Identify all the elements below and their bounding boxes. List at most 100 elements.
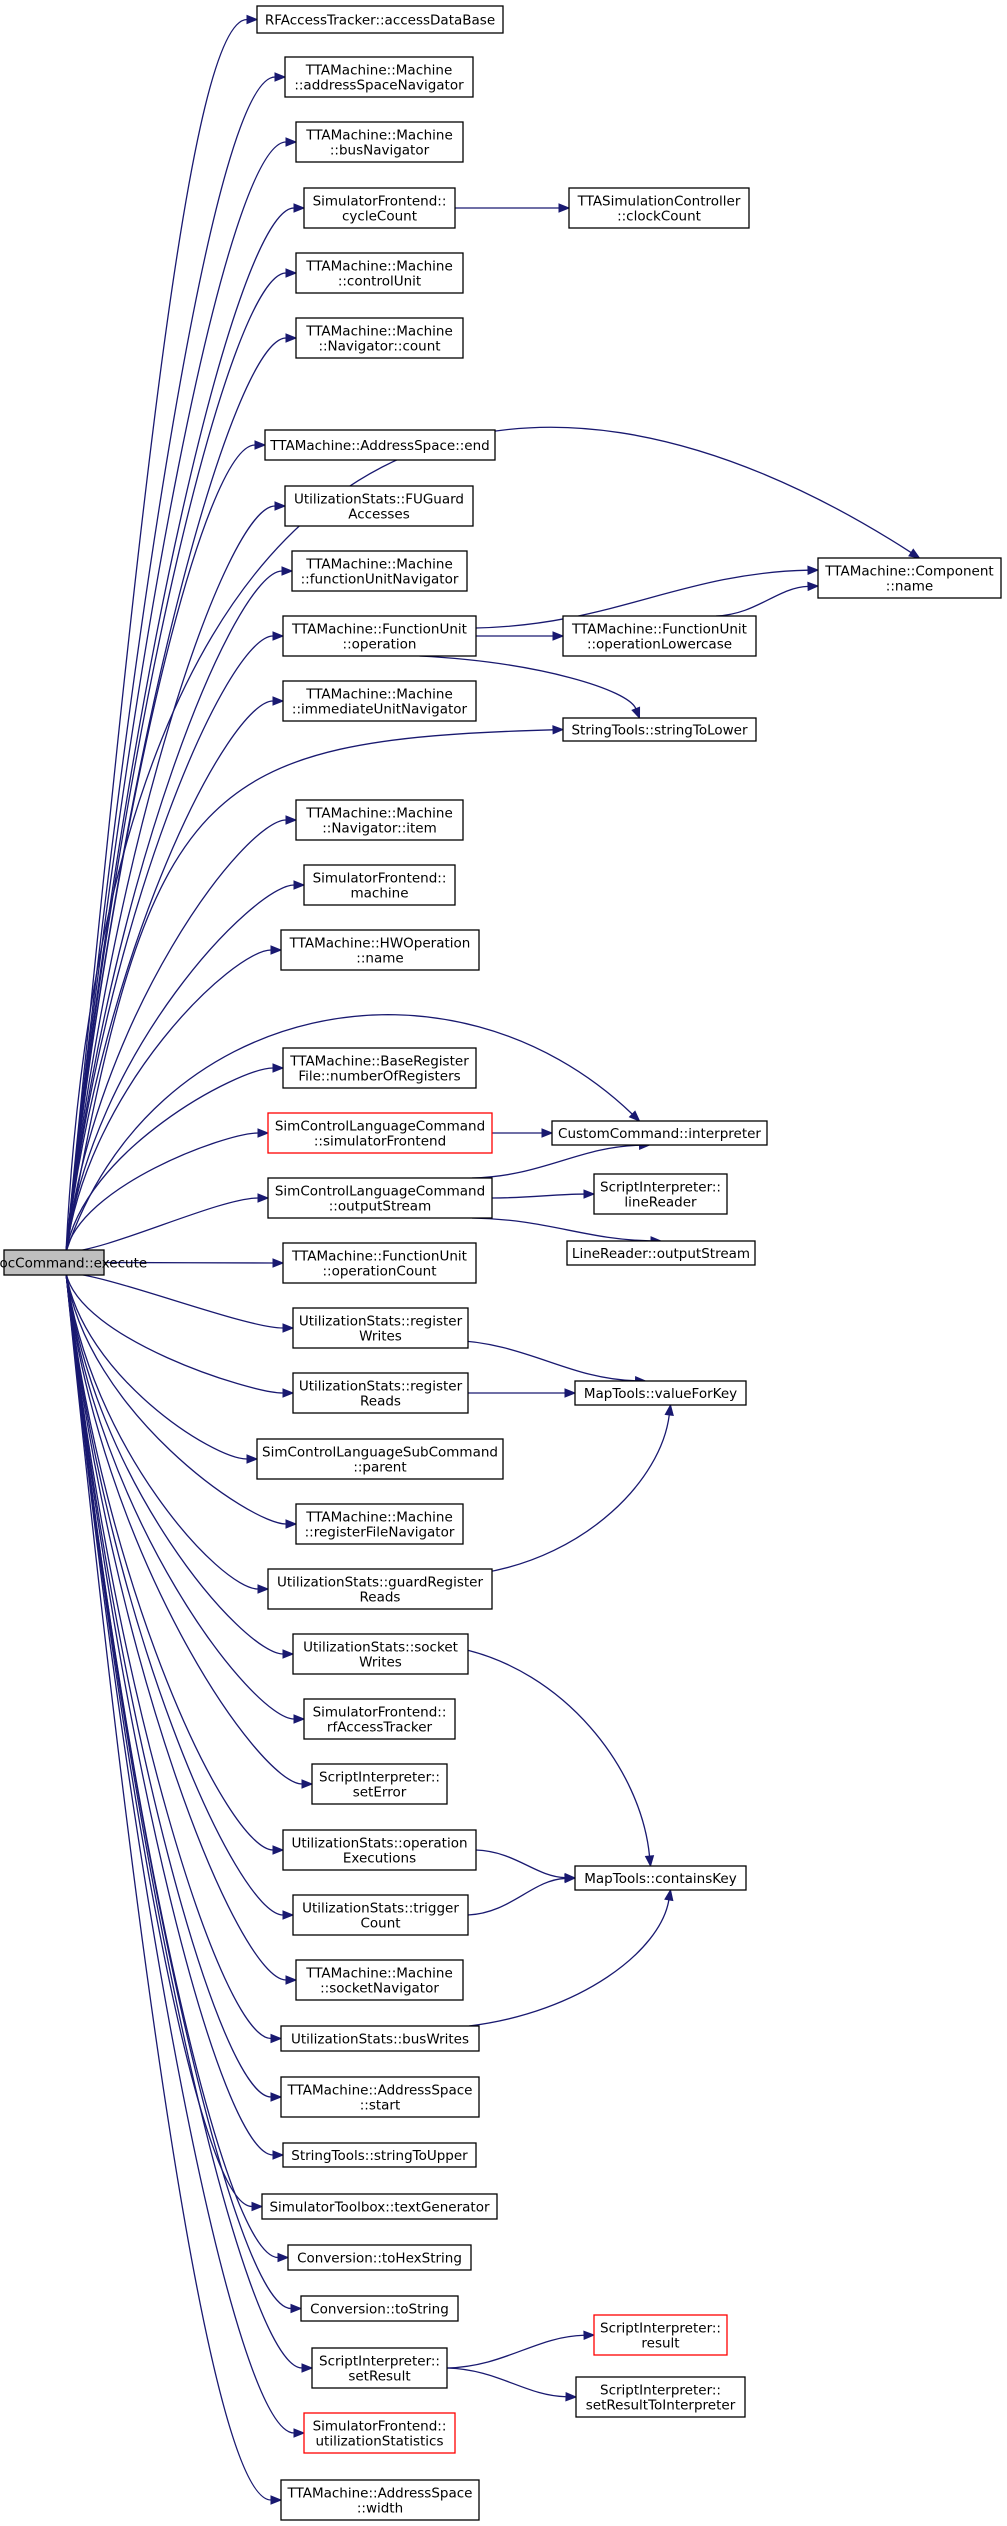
call-node[interactable]: ScriptInterpreter::lineReader [593, 1173, 728, 1215]
node-label: TTAMachine::Machine [305, 128, 453, 144]
node-box [295, 799, 464, 841]
call-node[interactable]: MapTools::valueForKey [574, 1380, 747, 1406]
call-node[interactable]: SimControlLanguageSubCommand::parent [256, 1438, 504, 1480]
arrowhead-n31-to-n28 [664, 1403, 674, 1417]
node-label: ::controlUnit [338, 274, 421, 290]
edge-root-to-n37 [65, 1272, 284, 1916]
node-label: setResult [348, 2369, 410, 2385]
node-box [284, 56, 474, 98]
call-node[interactable]: RFAccessTracker::accessDataBase [256, 5, 504, 34]
edge-root-to-n22 [65, 1197, 259, 1253]
node-box [817, 557, 1002, 599]
edge-root-to-n16 [65, 819, 287, 1253]
call-node[interactable]: TTAMachine::Machine::Navigator::count [295, 317, 464, 359]
call-node[interactable]: TTAMachine::Machine::functionUnitNavigat… [291, 550, 468, 592]
node-box [303, 187, 456, 229]
edge-n13-to-n9 [715, 585, 809, 617]
node-box [303, 1698, 456, 1740]
call-node[interactable]: ScriptInterpreter::setResultToInterprete… [575, 2376, 746, 2418]
call-node[interactable]: ScriptInterpreter::setError [311, 1763, 448, 1805]
nodes-layer: InfoProcCommand::execute RFAccessTracker:… [0, 5, 1002, 2521]
call-node[interactable]: TTAMachine::Machine::registerFileNavigat… [295, 1503, 464, 1545]
call-node[interactable]: TTAMachine::Machine::socketNavigator [295, 1959, 464, 2001]
node-box [295, 121, 464, 163]
arrowhead-n45-to-n47 [565, 2391, 578, 2402]
call-node[interactable]: TTAMachine::FunctionUnit::operationCount [282, 1242, 477, 1284]
call-node[interactable]: SimulatorFrontend::utilizationStatistics [303, 2412, 456, 2454]
arrowhead-root-to-n10 [274, 501, 287, 511]
call-node[interactable]: TTAMachine::Machine::immediateUnitNaviga… [282, 680, 477, 722]
node-label: SimControlLanguageCommand [275, 1119, 485, 1135]
node-label: TTAMachine::FunctionUnit [291, 1249, 467, 1265]
node-label: ::busNavigator [330, 143, 430, 159]
call-node[interactable]: Conversion::toString [300, 2295, 459, 2322]
arrowhead-root-to-n17 [293, 880, 306, 890]
call-node[interactable]: SimulatorToolbox::textGenerator [261, 2193, 498, 2220]
node-box [295, 1503, 464, 1545]
call-node[interactable]: Conversion::toHexString [287, 2244, 472, 2271]
node-label: result [641, 2336, 679, 2352]
call-node[interactable]: TTAMachine::Component::name [817, 557, 1002, 599]
arrowhead-n12-to-n13 [552, 631, 565, 641]
call-node[interactable]: TTAMachine::FunctionUnit::operation [282, 615, 477, 657]
call-node[interactable]: TTAMachine::Machine::controlUnit [295, 252, 464, 294]
call-node[interactable]: TTAMachine::AddressSpace::end [264, 429, 496, 461]
node-label: ::start [360, 2098, 401, 2114]
call-node[interactable]: StringTools::stringToLower [562, 717, 757, 742]
arrowhead-n22-to-n23 [583, 1189, 596, 1199]
call-node[interactable]: MapTools::containsKey [574, 1865, 747, 1891]
arrowhead-root-to-n26 [282, 1323, 295, 1333]
edge-root-to-n3 [65, 141, 287, 1253]
call-node[interactable]: SimControlLanguageCommand::simulatorFron… [267, 1112, 493, 1154]
call-node[interactable]: TTAMachine::AddressSpace::start [280, 2076, 480, 2118]
call-node[interactable]: TTAMachine::FunctionUnit::operationLower… [562, 615, 757, 657]
edge-root-to-n15 [65, 729, 554, 1253]
call-node[interactable]: TTAMachine::Machine::addressSpaceNavigat… [284, 56, 474, 98]
edge-root-to-n9 [65, 426, 912, 1253]
node-box [291, 550, 468, 592]
node-box [280, 2479, 480, 2521]
call-node[interactable]: SimulatorFrontend::cycleCount [303, 187, 456, 229]
call-node[interactable]: TTAMachine::Machine::Navigator::item [295, 799, 464, 841]
node-label: TTAMachine::FunctionUnit [291, 622, 467, 638]
arrowhead-n45-to-n46 [583, 2330, 596, 2341]
call-node[interactable]: LineReader::outputStream [566, 1240, 756, 1266]
arrowhead-root-to-n20 [257, 1128, 270, 1138]
node-label: ::simulatorFrontend [314, 1134, 446, 1150]
call-node[interactable]: SimulatorFrontend::rfAccessTracker [303, 1698, 456, 1740]
node-label: ScriptInterpreter:: [319, 2354, 440, 2370]
call-node[interactable]: TTAMachine::HWOperation::name [280, 929, 480, 971]
node-label: TTAMachine::AddressSpace::end [269, 438, 489, 454]
call-node[interactable]: SimulatorFrontend::machine [303, 864, 456, 906]
node-box [3, 1249, 105, 1276]
call-node[interactable]: ScriptInterpreter::result [593, 2314, 728, 2356]
edge-root-to-n17 [65, 884, 295, 1253]
edge-n45-to-n46 [446, 2334, 585, 2369]
call-node[interactable]: ScriptInterpreter::setResult [311, 2347, 448, 2389]
call-node[interactable]: SimControlLanguageCommand::outputStream [267, 1177, 493, 1219]
edge-n26-to-n28 [447, 1339, 636, 1382]
node-label: LineReader::outputStream [572, 1246, 750, 1262]
edge-root-to-n1 [65, 18, 248, 1253]
arrowhead-root-to-n25 [272, 1258, 285, 1268]
call-node[interactable]: TTASimulationController::clockCount [568, 187, 750, 229]
call-node[interactable]: UtilizationStats::busWrites [280, 2025, 480, 2052]
edge-n22-to-n23 [491, 1193, 585, 1199]
arrowhead-root-to-n31 [257, 1584, 270, 1594]
call-node[interactable]: TTAMachine::Machine::busNavigator [295, 121, 464, 163]
node-label: TTAMachine::Component [824, 564, 993, 580]
node-box [282, 1047, 477, 1089]
arrowhead-root-to-n9 [908, 548, 921, 559]
call-node[interactable]: TTAMachine::AddressSpace::width [280, 2479, 480, 2521]
call-node[interactable]: TTAMachine::BaseRegisterFile::numberOfRe… [282, 1047, 477, 1089]
root-node[interactable]: InfoProcCommand::execute [0, 1249, 147, 1276]
call-node[interactable]: StringTools::stringToUpper [282, 2142, 477, 2168]
call-node[interactable]: CustomCommand::interpreter [551, 1120, 768, 1146]
